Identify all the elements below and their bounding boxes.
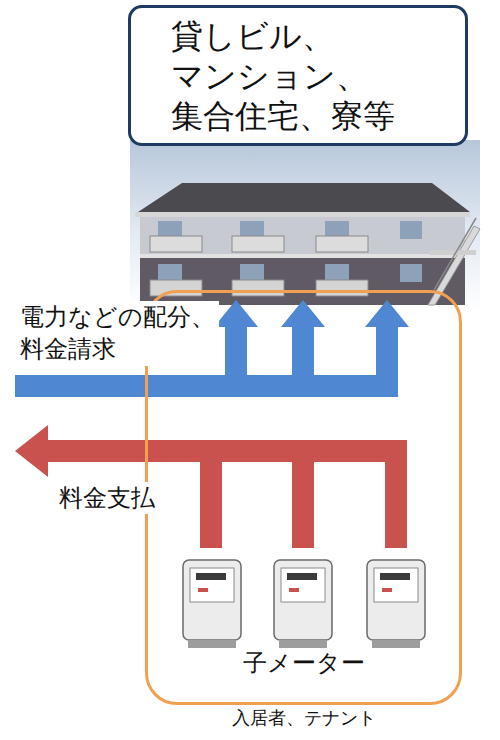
payment-arrow-stem (385, 451, 407, 548)
balcony (232, 280, 284, 296)
lower-wall (140, 257, 465, 305)
meter-display (380, 573, 410, 580)
sky-background (130, 140, 480, 310)
meter-base (188, 640, 236, 648)
floor-band (140, 254, 465, 258)
distribution-arrow (214, 300, 258, 386)
window (400, 221, 422, 239)
window (400, 264, 422, 282)
building-types-box: 貸しビル、 マンション、 集合住宅、寮等 (128, 5, 468, 146)
stair-landing (430, 250, 476, 255)
balcony (316, 236, 368, 252)
distribution-arrow (281, 300, 325, 386)
payment-arrow-stem (200, 451, 222, 548)
stair-rail (434, 218, 476, 290)
window (240, 264, 264, 282)
building-roof (135, 183, 470, 214)
upper-wall (140, 217, 465, 257)
meter-label: 子メーター (148, 649, 459, 678)
balcony (232, 236, 284, 252)
meter-display (196, 573, 226, 580)
meter-face (190, 568, 234, 602)
balcony (150, 280, 202, 296)
balcony (316, 280, 368, 296)
meter-face (374, 568, 418, 602)
roof-fascia (135, 212, 470, 217)
meter-display (287, 573, 317, 580)
meter-mark (382, 588, 392, 592)
stairs (428, 226, 480, 305)
window (158, 264, 182, 282)
window (325, 264, 349, 282)
payment-label: 料金支払 (57, 482, 157, 514)
distribution-arrow-band (15, 375, 398, 397)
meter-face (281, 568, 325, 602)
payment-arrow-stem (292, 451, 314, 548)
tenant-label: 入居者、テナント (148, 707, 459, 729)
balcony (150, 236, 202, 252)
meter-body (367, 560, 425, 640)
billing-label: 電力などの配分、 料金請求 (18, 301, 219, 366)
meter-mark (289, 588, 299, 592)
meter-base (279, 640, 327, 648)
meter-mark (198, 588, 208, 592)
meter-body (274, 560, 332, 640)
meter-body (183, 560, 241, 640)
distribution-arrow (365, 300, 409, 386)
meter-base (372, 640, 420, 648)
building-types-text: 貸しビル、 マンション、 集合住宅、寮等 (171, 16, 408, 136)
